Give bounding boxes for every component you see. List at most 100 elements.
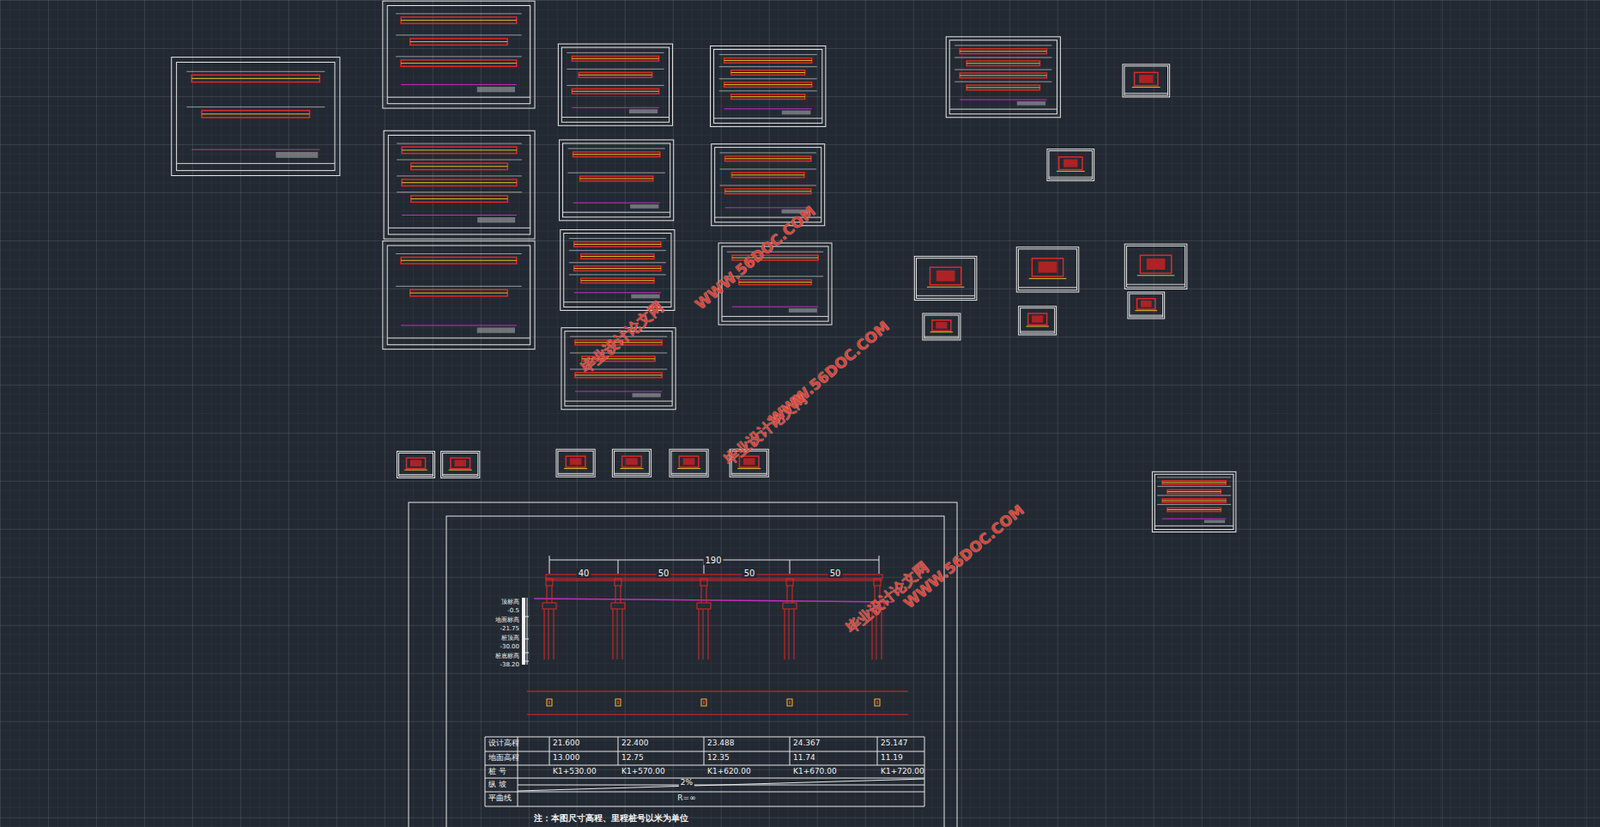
drawing-sheet — [710, 46, 826, 128]
dimension: 50 — [656, 568, 672, 578]
section-fill — [1038, 260, 1058, 273]
note-block — [630, 204, 659, 209]
rebar-line — [400, 62, 517, 64]
cad-line — [714, 117, 823, 119]
rebar-line — [580, 177, 654, 179]
table-cell: 纵 坡 — [488, 780, 507, 789]
note-block — [632, 393, 661, 398]
drawing-sheet — [1122, 64, 1170, 97]
cad-line — [924, 336, 959, 338]
table-cell: K1+720.00 — [880, 767, 925, 776]
plan-pier — [701, 698, 707, 706]
rebar-line — [1162, 481, 1226, 483]
table-cell: 25.147 — [880, 739, 909, 748]
sheet-frame — [924, 315, 959, 339]
pile — [622, 608, 624, 660]
rebar-line — [191, 78, 320, 79]
section-fill — [625, 457, 638, 465]
cad-line — [566, 68, 664, 70]
member-outline — [966, 84, 1040, 91]
drawing-sheet — [560, 230, 675, 311]
rebar-line — [959, 50, 1047, 52]
sheet-frame — [1124, 243, 1188, 289]
section-outline — [1137, 298, 1156, 310]
sheet-frame — [382, 0, 535, 109]
cad-line — [677, 467, 701, 469]
member-outline — [724, 58, 813, 64]
sheet-frame — [383, 130, 535, 239]
cad-line — [1020, 330, 1055, 332]
drawing-sheet — [559, 139, 674, 221]
note-block — [788, 308, 818, 313]
cad-line — [731, 472, 767, 474]
member-outline — [410, 38, 508, 45]
section-outline — [406, 457, 426, 468]
pile — [612, 608, 614, 660]
cad-line — [395, 12, 522, 14]
sheet-frame — [945, 36, 1061, 118]
member-outline — [571, 55, 659, 61]
cad-line — [571, 107, 659, 109]
table-cell: 12.35 — [707, 753, 730, 763]
cad-line — [569, 249, 667, 251]
pile — [881, 608, 883, 660]
drawing-sheet — [914, 255, 977, 300]
cad-line — [954, 81, 1052, 83]
pile — [708, 608, 710, 660]
plan-pier — [876, 700, 879, 704]
pier-group — [542, 578, 885, 706]
rebar-line — [1162, 499, 1226, 501]
cad-line — [737, 467, 761, 469]
pier-cap — [873, 578, 881, 586]
cad-line — [1154, 525, 1234, 527]
plan-pier — [788, 700, 791, 704]
rebar-line — [731, 72, 806, 73]
sheet-frame — [399, 453, 434, 477]
plan-pier — [787, 698, 793, 706]
cad-line — [387, 337, 531, 339]
cad-line — [1126, 284, 1185, 285]
cad-line — [404, 469, 427, 471]
dimension: 50 — [828, 568, 843, 578]
section-outline — [1134, 72, 1158, 85]
sheet-frame — [441, 451, 480, 479]
sheet-frame — [563, 233, 672, 308]
drawing-sheet — [441, 451, 480, 479]
note-block — [1017, 101, 1046, 106]
drawing-sheet — [1151, 471, 1236, 532]
drawing-sheet — [612, 448, 651, 477]
drawing-sheet — [669, 448, 709, 477]
cad-line — [557, 472, 594, 474]
pier-cap — [545, 578, 553, 586]
member-outline — [581, 278, 655, 284]
rebar-line — [966, 86, 1040, 88]
cad-line — [719, 66, 818, 67]
elevation-label: -0.5 — [507, 607, 520, 615]
rebar-line — [401, 181, 517, 183]
table-cell: R=∞ — [677, 793, 696, 803]
drawing-sheet — [1018, 306, 1057, 335]
section-outline — [1059, 157, 1083, 170]
elevation-label: -38.20 — [499, 661, 520, 669]
cad-line — [719, 78, 818, 79]
member-outline — [731, 172, 804, 178]
note-block — [477, 217, 516, 223]
section-outline — [929, 266, 961, 285]
cad-line — [720, 184, 817, 186]
member-outline — [1167, 489, 1221, 493]
note-block — [630, 294, 660, 299]
section-fill — [935, 321, 947, 329]
drawing-sheet — [1127, 291, 1165, 319]
cad-line — [949, 109, 1057, 110]
rebar-line — [400, 19, 517, 21]
table-cell: 11.19 — [880, 753, 904, 763]
section-fill — [569, 457, 582, 465]
section-outline — [932, 320, 952, 331]
member-outline — [725, 188, 812, 194]
rebar-line — [410, 41, 508, 43]
note-block — [275, 151, 318, 158]
sheet-frame — [916, 258, 976, 299]
sheet-frame — [387, 245, 531, 345]
member-outline — [574, 242, 661, 248]
